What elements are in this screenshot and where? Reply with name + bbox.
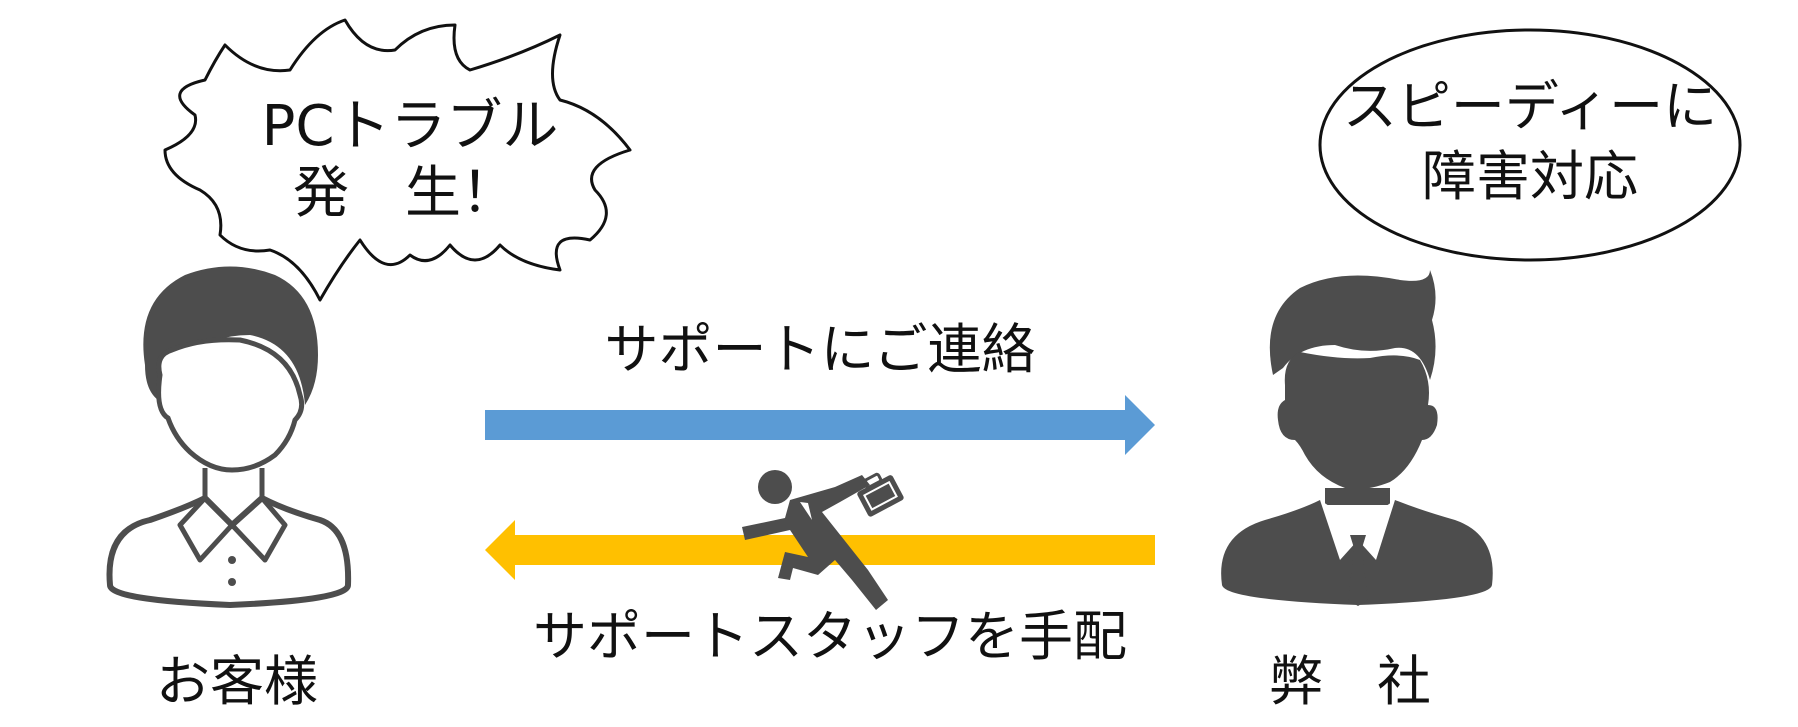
company-person-icon	[1221, 270, 1493, 606]
contact-arrow	[485, 395, 1155, 455]
trouble-line-2: 発 生！	[293, 161, 517, 226]
running-staff-icon	[742, 470, 904, 610]
briefcase-icon	[857, 472, 904, 517]
company-label: 弊 社	[1269, 650, 1431, 713]
customer-person-icon	[106, 266, 352, 609]
trouble-line-1: PCトラブル	[262, 94, 559, 159]
dispatch-arrow-label: サポートスタッフを手配	[533, 605, 1127, 668]
trouble-burst-bubble: PCトラブル 発 生！	[163, 18, 632, 302]
contact-arrow-label: サポートにご連絡	[605, 318, 1036, 381]
response-speech-bubble: スピーディーに 障害対応	[1318, 28, 1742, 262]
response-line-1: スピーディーに	[1343, 75, 1717, 138]
response-line-2: 障害対応	[1422, 145, 1638, 208]
customer-label: お客様	[156, 650, 318, 713]
